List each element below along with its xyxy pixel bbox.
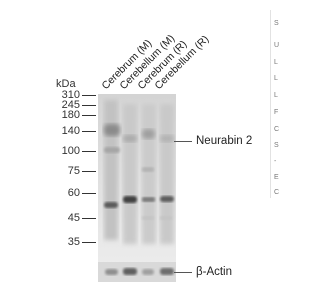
western-blot-figure: Cerebrum (M) Cerebellum (M) Cerebrum (R)… bbox=[6, 6, 294, 294]
lane-1-smear bbox=[104, 100, 118, 240]
marker-245: 245 bbox=[61, 99, 80, 111]
marker-tick bbox=[82, 105, 96, 106]
band bbox=[123, 196, 137, 203]
figure-card: Cerebrum (M) Cerebellum (M) Cerebrum (R)… bbox=[6, 6, 294, 294]
lane-4-smear bbox=[160, 104, 174, 244]
loading-tick bbox=[174, 272, 192, 273]
lane-2-smear bbox=[123, 104, 137, 244]
actin-blot bbox=[98, 262, 176, 282]
target-tick bbox=[174, 141, 192, 142]
band bbox=[160, 216, 172, 220]
marker-75: 75 bbox=[67, 165, 80, 177]
marker-310: 310 bbox=[61, 89, 80, 101]
side-text: E bbox=[274, 174, 279, 181]
loading-label-beta-actin: β-Actin bbox=[196, 266, 233, 278]
kda-unit-label: kDa bbox=[56, 78, 76, 90]
band bbox=[104, 202, 118, 208]
marker-45: 45 bbox=[67, 212, 80, 224]
band bbox=[160, 196, 174, 202]
side-divider bbox=[270, 10, 271, 198]
marker-35: 35 bbox=[67, 236, 80, 248]
side-text: C bbox=[274, 189, 280, 196]
band bbox=[104, 147, 120, 153]
band bbox=[123, 268, 137, 275]
marker-tick bbox=[82, 95, 96, 96]
marker-60: 60 bbox=[67, 187, 80, 199]
band bbox=[123, 135, 137, 142]
band bbox=[104, 124, 120, 136]
side-text: - bbox=[274, 158, 277, 165]
side-text: F bbox=[274, 109, 279, 116]
marker-tick bbox=[82, 193, 96, 194]
side-text: S bbox=[274, 142, 279, 149]
band bbox=[160, 268, 174, 275]
marker-140: 140 bbox=[61, 125, 80, 137]
side-text: L bbox=[274, 92, 278, 99]
marker-180: 180 bbox=[61, 109, 80, 121]
band bbox=[142, 197, 155, 202]
band bbox=[160, 135, 174, 142]
marker-tick bbox=[82, 218, 96, 219]
marker-tick bbox=[82, 171, 96, 172]
marker-100: 100 bbox=[61, 145, 80, 157]
lane-3-smear bbox=[142, 104, 156, 244]
side-text: U bbox=[274, 42, 280, 49]
marker-tick bbox=[82, 115, 96, 116]
side-text: S bbox=[274, 20, 279, 27]
band bbox=[142, 216, 154, 220]
side-text: C bbox=[274, 126, 280, 133]
band bbox=[142, 269, 154, 275]
main-blot bbox=[98, 94, 176, 266]
marker-tick bbox=[82, 242, 96, 243]
band bbox=[105, 269, 118, 275]
marker-tick bbox=[82, 151, 96, 152]
band bbox=[142, 129, 155, 139]
target-label-neurabin-2: Neurabin 2 bbox=[196, 135, 253, 147]
marker-tick bbox=[82, 131, 96, 132]
band bbox=[142, 167, 154, 172]
side-text: L bbox=[274, 59, 278, 66]
side-text: L bbox=[274, 75, 278, 82]
